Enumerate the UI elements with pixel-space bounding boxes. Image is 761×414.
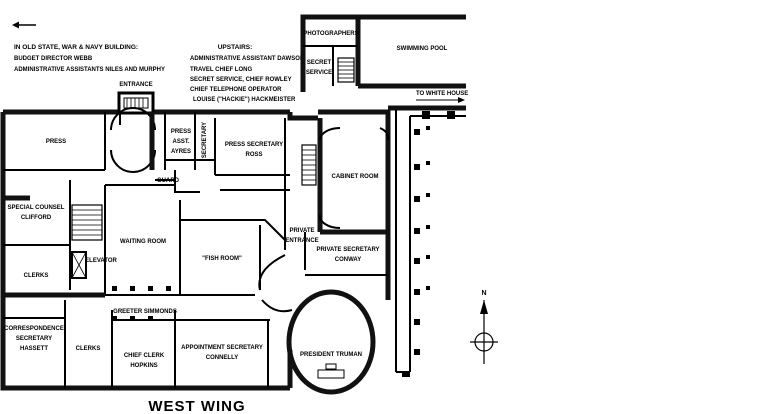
entrance-portico: ENTRANCE [117, 82, 155, 115]
room-special-counsel-line-2: CLIFFORD [21, 215, 52, 221]
room-clerks-bottom: CLERKS [76, 346, 101, 352]
room-chief-clerk-line-1: CHIEF CLERK [124, 353, 165, 359]
room-swimming-pool: SWIMMING POOL [397, 46, 448, 52]
plan-title: WEST WING [148, 398, 245, 414]
to-white-house-label: TO WHITE HOUSE [416, 91, 468, 97]
room-private-entrance-line-2: ENTRANCE [285, 238, 318, 244]
room-photographers: PHOTOGRAPHERS [303, 31, 358, 37]
stair-mid [301, 144, 317, 186]
room-press-asst-line-1: PRESS [171, 129, 191, 135]
colonnade [388, 105, 466, 377]
stair-left [71, 204, 103, 241]
pool-wing: PHOTOGRAPHERS SWIMMING POOL SECRET SERVI… [300, 14, 466, 92]
room-press: PRESS [46, 139, 66, 145]
oval-office [258, 254, 376, 395]
compass-north-label: N [481, 290, 486, 297]
room-private-secretary-line-2: CONWAY [335, 257, 361, 263]
room-guard: GUARD [157, 178, 180, 184]
interior-walls [3, 107, 390, 388]
stair-pool [337, 57, 355, 83]
room-appointment-line-1: APPOINTMENT SECRETARY [181, 345, 263, 351]
room-greeter: GREETER SIMMONDS [113, 309, 177, 315]
room-secret-service-line-1: SECRET [307, 60, 332, 66]
room-press-secretary-line-2: ROSS [245, 152, 262, 158]
upstairs-notes: UPSTAIRS: ADMINISTRATIVE ASSISTANT DAWSO… [190, 44, 304, 103]
room-elevator: ELEVATOR [85, 258, 117, 264]
room-special-counsel-line-1: SPECIAL COUNSEL [8, 205, 65, 211]
room-president: PRESIDENT TRUMAN [300, 352, 362, 358]
desk-icon [317, 363, 345, 379]
room-chief-clerk-line-2: HOPKINS [130, 363, 157, 369]
room-secretary: SECRETARY [202, 122, 208, 158]
upstairs-line-4: CHIEF TELEPHONE OPERATOR [190, 87, 282, 93]
upstairs-line-2: TRAVEL CHIEF LONG [190, 67, 252, 73]
old-building-heading: IN OLD STATE, WAR & NAVY BUILDING: [14, 44, 138, 51]
room-press-asst-line-2: ASST. [172, 139, 189, 145]
old-building-line-1: BUDGET DIRECTOR WEBB [14, 56, 93, 62]
room-appointment-line-2: CONNELLY [206, 355, 238, 361]
room-press-secretary-line-1: PRESS SECRETARY [225, 142, 283, 148]
upstairs-line-3: SECRET SERVICE, CHIEF ROWLEY [190, 77, 292, 83]
room-entrance: ENTRANCE [119, 82, 152, 88]
left-arrow-icon[interactable] [12, 21, 36, 29]
compass-rose-icon: N [470, 290, 498, 364]
room-secret-service-line-2: SERVICE [306, 70, 332, 76]
room-correspondence-line-1: CORRESPONDENCE [4, 326, 64, 332]
room-fish: "FISH ROOM" [202, 256, 242, 262]
old-building-line-2: ADMINISTRATIVE ASSISTANTS NILES AND MURP… [14, 67, 165, 73]
room-cabinet: CABINET ROOM [332, 174, 379, 180]
building-outline [0, 109, 391, 391]
room-labels: PRESS PRESS ASST. AYRES SECRETARY PRESS … [4, 122, 379, 369]
upstairs-heading: UPSTAIRS: [218, 44, 253, 51]
room-press-asst-line-3: AYRES [171, 149, 191, 155]
upstairs-line-1: ADMINISTRATIVE ASSISTANT DAWSON [190, 56, 304, 62]
room-waiting: WAITING ROOM [120, 239, 166, 245]
room-private-secretary-line-1: PRIVATE SECRETARY [316, 247, 379, 253]
room-correspondence-line-2: SECRETARY [16, 336, 52, 342]
room-private-entrance-line-1: PRIVATE [289, 228, 314, 234]
to-white-house-marker[interactable]: TO WHITE HOUSE [416, 91, 468, 103]
room-clerks-left: CLERKS [24, 273, 49, 279]
room-correspondence-line-3: HASSETT [20, 346, 48, 352]
upstairs-line-5: LOUISE ("HACKIE") HACKMEISTER [193, 97, 296, 103]
old-building-notes: IN OLD STATE, WAR & NAVY BUILDING: BUDGE… [14, 44, 165, 73]
